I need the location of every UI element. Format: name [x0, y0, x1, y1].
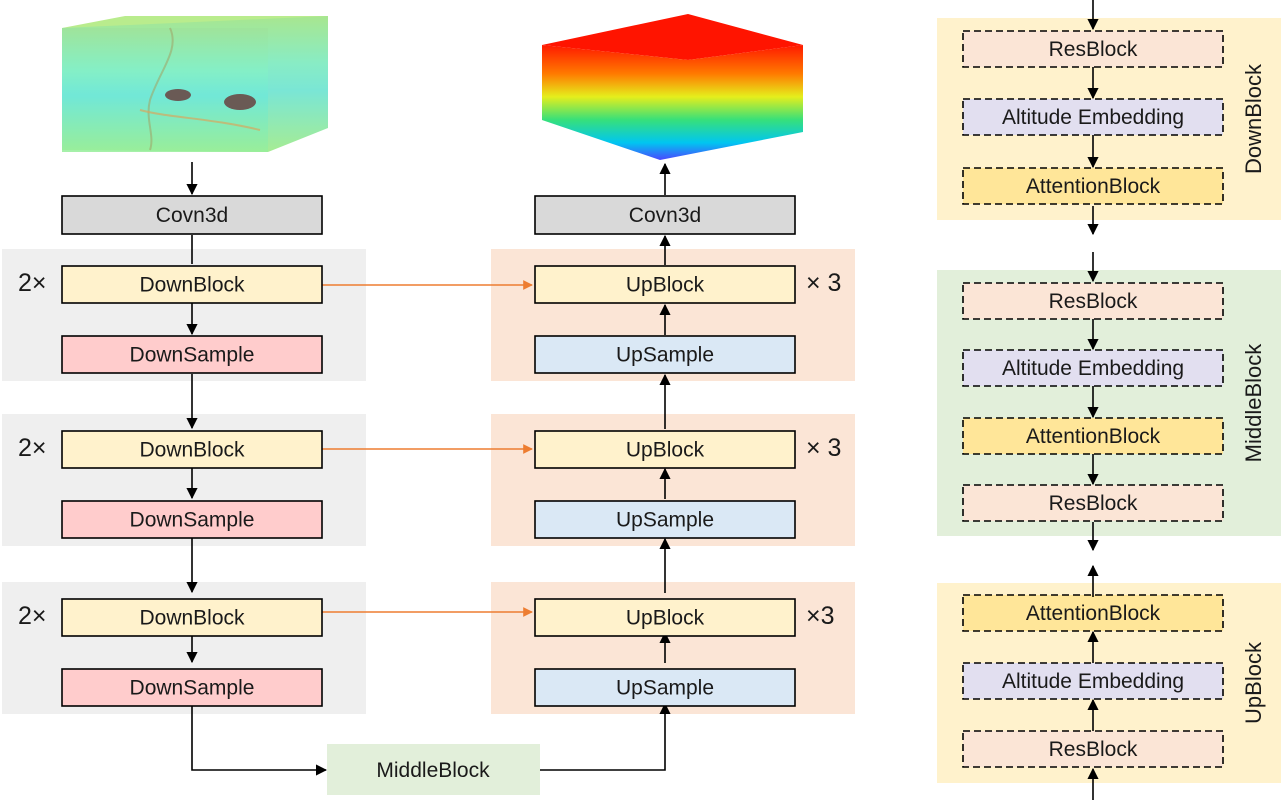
encoder-downblock-1: DownBlock — [61, 265, 323, 304]
output-heat-volume — [542, 14, 803, 160]
encoder-downblock-1-label: DownBlock — [139, 274, 245, 297]
decoder-upblock-1: UpBlock — [534, 265, 796, 304]
downblock-layer-3: AttentionBlock — [962, 167, 1224, 205]
downblock-layer-3-label: AttentionBlock — [1026, 175, 1161, 198]
middleblock-layer-2: Altitude Embedding — [962, 349, 1224, 387]
encoder-downsample-1-label: DownSample — [130, 344, 255, 367]
upblock-layer-1-label: AttentionBlock — [1026, 602, 1161, 625]
decoder-repeat-1: × 3 — [806, 269, 841, 297]
downblock-layer-2: Altitude Embedding — [962, 98, 1224, 136]
downblock-detail-title: DownBlock — [1241, 63, 1266, 174]
decoder-upsample-3-label: UpSample — [616, 677, 714, 700]
encoder-downblock-2-label: DownBlock — [139, 439, 245, 462]
decoder-upsample-3: UpSample — [534, 668, 796, 707]
decoder-conv3d: Covn3d — [534, 195, 796, 235]
decoder-upblock-3-label: UpBlock — [626, 607, 705, 630]
input-terrain-volume — [62, 16, 328, 152]
decoder-upblock-3: UpBlock — [534, 598, 796, 637]
middle-to-up3-arrow — [540, 702, 671, 771]
decoder-upsample-1: UpSample — [534, 335, 796, 374]
upblock-layer-3-label: ResBlock — [1049, 738, 1138, 761]
encoder-repeat-1: 2× — [18, 269, 47, 297]
encoder-downsample-1: DownSample — [61, 335, 323, 374]
decoder-upblock-2-label: UpBlock — [626, 439, 705, 462]
upblock-layer-3: ResBlock — [962, 730, 1224, 768]
encoder-repeat-2: 2× — [18, 434, 47, 462]
decoder-upsample-2-label: UpSample — [616, 509, 714, 532]
downblock-layer-2-label: Altitude Embedding — [1002, 106, 1184, 129]
decoder-repeat-3: ×3 — [806, 602, 835, 630]
upblock-layer-2: Altitude Embedding — [962, 662, 1224, 700]
middle-block-label: MiddleBlock — [376, 759, 490, 782]
middleblock-layer-4-label: ResBlock — [1049, 492, 1138, 515]
encoder-downsample-3: DownSample — [61, 668, 323, 707]
encoder-downsample-3-label: DownSample — [130, 677, 255, 700]
decoder-conv3d-label: Covn3d — [629, 204, 701, 227]
downblock-layer-1-label: ResBlock — [1049, 38, 1138, 61]
encoder-downblock-2: DownBlock — [61, 430, 323, 469]
encoder-downblock-3-label: DownBlock — [139, 607, 245, 630]
middle-block: MiddleBlock — [327, 744, 540, 795]
down3-to-middle-arrow — [191, 702, 328, 776]
middleblock-layer-4: ResBlock — [962, 484, 1224, 522]
decoder-upsample-1-label: UpSample — [616, 344, 714, 367]
middleblock-layer-3-label: AttentionBlock — [1026, 425, 1161, 448]
encoder-downsample-2-label: DownSample — [130, 509, 255, 532]
middleblock-layer-1: ResBlock — [962, 282, 1224, 320]
downblock-layer-1: ResBlock — [962, 30, 1224, 68]
encoder-downsample-2: DownSample — [61, 500, 323, 539]
upblock-detail-title: UpBlock — [1241, 641, 1266, 724]
middleblock-detail-title: MiddleBlock — [1241, 343, 1266, 463]
encoder-conv3d: Covn3d — [61, 195, 323, 235]
encoder-conv3d-label: Covn3d — [156, 204, 228, 227]
decoder-upblock-2: UpBlock — [534, 430, 796, 469]
upblock-layer-2-label: Altitude Embedding — [1002, 670, 1184, 693]
decoder-repeat-2: × 3 — [806, 434, 841, 462]
middleblock-layer-2-label: Altitude Embedding — [1002, 357, 1184, 380]
middleblock-layer-1-label: ResBlock — [1049, 290, 1138, 313]
middleblock-layer-3: AttentionBlock — [962, 417, 1224, 455]
decoder-upblock-1-label: UpBlock — [626, 274, 705, 297]
upblock-layer-1: AttentionBlock — [962, 594, 1224, 632]
encoder-repeat-3: 2× — [18, 602, 47, 630]
decoder-upsample-2: UpSample — [534, 500, 796, 539]
encoder-downblock-3: DownBlock — [61, 598, 323, 637]
